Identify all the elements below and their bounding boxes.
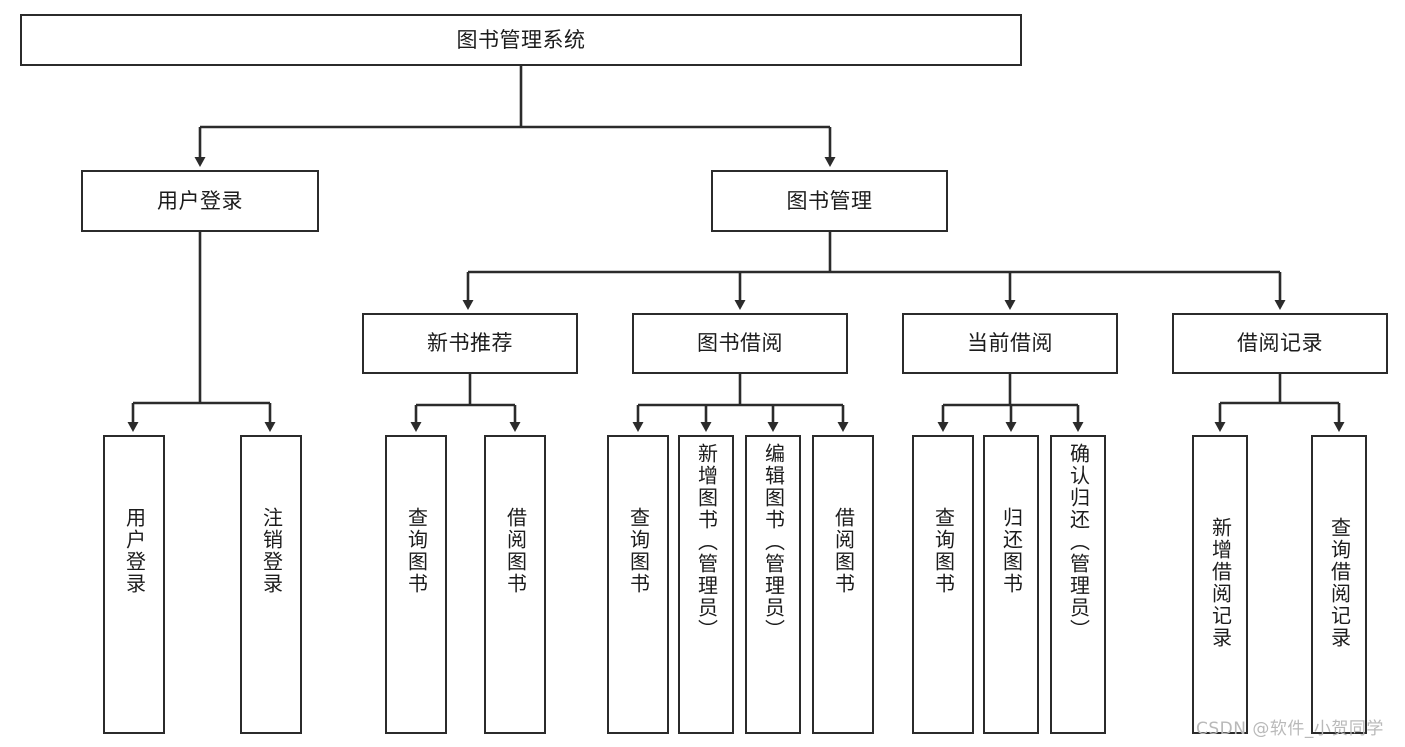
node-book-borrow[interactable]: 图书借阅: [632, 313, 848, 374]
node-book-management[interactable]: 图书管理: [711, 170, 948, 232]
leaf-query-book-recommend[interactable]: 查询图书: [385, 435, 447, 734]
leaf-user-login-label: 用户登录: [122, 507, 147, 595]
node-root-label: 图书管理系统: [456, 27, 586, 52]
leaf-borrow-book-recommend-label: 借阅图书: [503, 507, 528, 595]
leaf-query-book-current[interactable]: 查询图书: [912, 435, 974, 734]
leaf-edit-book-admin[interactable]: 编辑图书（管理员）: [745, 435, 801, 734]
leaf-edit-book-admin-label: 编辑图书（管理员）: [761, 443, 786, 641]
leaf-user-login[interactable]: 用户登录: [103, 435, 165, 734]
leaf-query-book-borrow-label: 查询图书: [626, 507, 651, 595]
leaf-borrow-book-label: 借阅图书: [831, 507, 856, 595]
leaf-query-borrow-record[interactable]: 查询借阅记录: [1311, 435, 1367, 734]
leaf-borrow-book-recommend[interactable]: 借阅图书: [484, 435, 546, 734]
leaf-borrow-book[interactable]: 借阅图书: [812, 435, 874, 734]
node-new-book-recommend-label: 新书推荐: [427, 331, 513, 356]
leaf-confirm-return-admin-label: 确认归还（管理员）: [1066, 443, 1091, 641]
leaf-logout-login[interactable]: 注销登录: [240, 435, 302, 734]
node-current-borrow[interactable]: 当前借阅: [902, 313, 1118, 374]
leaf-query-borrow-record-label: 查询借阅记录: [1327, 517, 1352, 649]
node-current-borrow-label: 当前借阅: [967, 331, 1053, 356]
leaf-add-book-admin-label: 新增图书（管理员）: [694, 443, 719, 641]
leaf-query-book-current-label: 查询图书: [931, 507, 956, 595]
node-new-book-recommend[interactable]: 新书推荐: [362, 313, 578, 374]
leaf-add-borrow-record[interactable]: 新增借阅记录: [1192, 435, 1248, 734]
leaf-query-book-borrow[interactable]: 查询图书: [607, 435, 669, 734]
node-root[interactable]: 图书管理系统: [20, 14, 1022, 66]
leaf-return-book[interactable]: 归还图书: [983, 435, 1039, 734]
leaf-logout-login-label: 注销登录: [259, 507, 284, 595]
node-book-borrow-label: 图书借阅: [697, 331, 783, 356]
node-user-login-label: 用户登录: [157, 188, 243, 213]
leaf-return-book-label: 归还图书: [999, 507, 1024, 595]
node-borrow-record[interactable]: 借阅记录: [1172, 313, 1388, 374]
watermark-csdn: CSDN @软件_小贺同学: [1196, 719, 1384, 739]
node-user-login[interactable]: 用户登录: [81, 170, 319, 232]
node-book-management-label: 图书管理: [786, 188, 873, 213]
leaf-query-book-recommend-label: 查询图书: [404, 507, 429, 595]
leaf-add-borrow-record-label: 新增借阅记录: [1208, 517, 1233, 649]
leaf-confirm-return-admin[interactable]: 确认归还（管理员）: [1050, 435, 1106, 734]
node-borrow-record-label: 借阅记录: [1237, 331, 1323, 356]
leaf-add-book-admin[interactable]: 新增图书（管理员）: [678, 435, 734, 734]
